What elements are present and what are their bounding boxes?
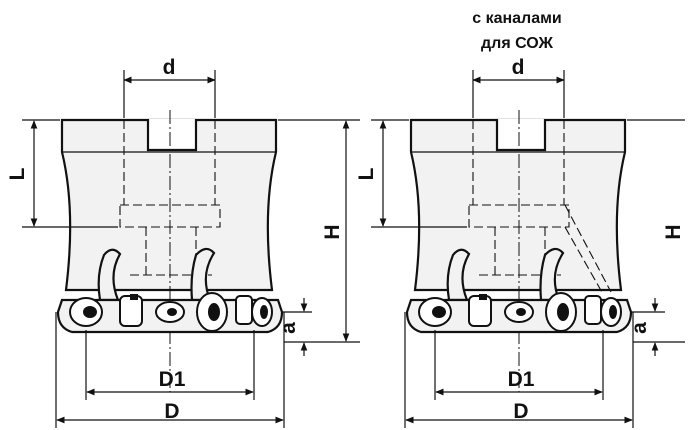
dim-label-a: a	[628, 322, 651, 334]
dim-label-D1: D1	[159, 368, 186, 391]
dim-label-L: L	[6, 167, 29, 180]
dim-label-d: d	[163, 56, 176, 79]
dim-label-H: H	[321, 224, 344, 239]
coolant-note-line2: для СОЖ	[481, 35, 553, 52]
keyway-slot	[146, 119, 198, 152]
cutter-view-right: d L H a D1 D	[355, 56, 685, 428]
dim-label-D: D	[513, 400, 528, 423]
dim-label-D: D	[164, 400, 179, 423]
dim-label-H: H	[662, 224, 685, 239]
dim-label-L: L	[355, 167, 378, 180]
keyway-slot	[495, 119, 547, 152]
cutter-body	[60, 118, 278, 292]
cutter-body	[409, 118, 627, 292]
dim-label-D1: D1	[508, 368, 535, 391]
dim-label-a: a	[277, 322, 300, 334]
coolant-note-line1: с каналами	[472, 10, 562, 27]
coolant-channel	[564, 204, 612, 293]
dim-label-d: d	[512, 56, 525, 79]
cutter-view-left: d L H a D1 D	[6, 56, 360, 428]
